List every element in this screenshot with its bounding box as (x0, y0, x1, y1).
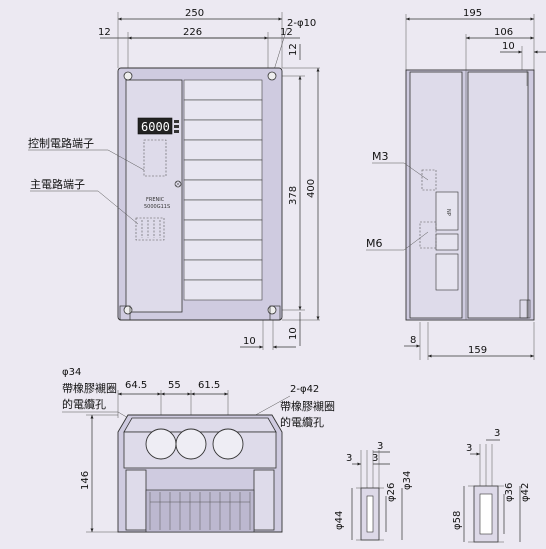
dim-grommet-small-w3: 3 (377, 441, 383, 452)
dim-rear-small: 10 (502, 41, 515, 52)
dim-front-step: 8 (410, 335, 416, 346)
cooling-slats (183, 79, 263, 301)
label-main-terminal: 主電路端子 (30, 178, 85, 191)
label-hole-pair-dia: 2-φ42 (290, 384, 319, 395)
dim-grommet-small-outer: φ34 (402, 471, 413, 490)
dim-rear: 106 (494, 27, 513, 38)
dim-grommet-large-outer: φ42 (520, 483, 531, 502)
leader-mount-holes (273, 27, 288, 71)
label-hole-single-dia: φ34 (62, 367, 81, 378)
front-view: 250 226 12 12 2-φ10 400 378 12 10 10 (28, 8, 320, 350)
cable-hole-left (145, 428, 177, 460)
front-panel-left (125, 79, 183, 313)
bottom-view: 64.5 55 61.5 φ34 帶橡膠襯圈 的電纜孔 2-φ42 帶橡膠襯圈 … (62, 367, 335, 533)
grommet-large: 3 3 φ36 φ42 φ58 (452, 428, 531, 543)
dim-grommet-small-w2: 3 (372, 453, 378, 464)
led-display-digits: 6000 (141, 120, 170, 134)
dim-grommet-small-inner: φ26 (386, 483, 397, 502)
control-terminal-area (143, 139, 167, 177)
dim-grommet-large-w1: 3 (466, 443, 472, 454)
main-terminal-area (135, 217, 165, 241)
dim-grommet-large-flange: φ58 (452, 511, 463, 530)
dim-left-margin: 12 (98, 27, 111, 38)
brand-label: FRENIC (146, 197, 165, 203)
mount-hole-bottom-right (267, 305, 277, 315)
mount-hole-bottom-left (123, 305, 133, 315)
label-hole-single-text-2: 的電纜孔 (62, 397, 106, 411)
dim-lower-depth: 159 (468, 345, 487, 356)
led-display (137, 117, 173, 135)
label-m6: M6 (366, 237, 383, 250)
cable-hole-middle (175, 428, 207, 460)
side-view: 195 106 10 NP M3 M6 8 159 (366, 8, 546, 360)
dim-grommet-small-w1: 3 (346, 453, 352, 464)
dim-grommet-small-flange: φ44 (334, 511, 345, 530)
dim-inner-height: 378 (288, 186, 299, 205)
label-hole-single-text-1: 帶橡膠襯圈 (62, 381, 117, 395)
dim-inner-width: 226 (183, 27, 202, 38)
dim-gap-right: 61.5 (198, 380, 220, 391)
mount-hole-top-right (267, 71, 277, 81)
dim-grommet-large-w2: 3 (494, 428, 500, 439)
label-control-terminal: 控制電路端子 (28, 136, 94, 150)
label-np: NP (445, 209, 451, 216)
cable-hole-right (212, 428, 244, 460)
label-m3: M3 (372, 150, 389, 163)
dim-grommet-large-inner: φ36 (504, 483, 515, 502)
model-label: 5000G11S (144, 204, 170, 210)
label-hole-pair-text-1: 帶橡膠襯圈 (280, 399, 335, 413)
dim-depth: 195 (463, 8, 482, 19)
mount-hole-top-left (123, 71, 133, 81)
dim-right-margin: 12 (280, 27, 293, 38)
grommet-small: 3 3 3 φ26 φ34 φ44 (334, 441, 413, 541)
dim-mount-holes: 2-φ10 (287, 18, 316, 29)
dim-top-margin: 12 (288, 43, 299, 56)
dim-gap-mid: 55 (168, 380, 181, 391)
dim-gap-left: 64.5 (125, 380, 147, 391)
dim-bottom-height: 146 (80, 471, 91, 490)
dim-overall-width: 250 (185, 8, 204, 19)
dim-overall-height: 400 (306, 179, 317, 198)
dim-bottom-hole: 10 (243, 336, 256, 347)
label-hole-pair-text-2: 的電纜孔 (280, 415, 324, 429)
dim-bottom-offset: 10 (288, 327, 299, 340)
